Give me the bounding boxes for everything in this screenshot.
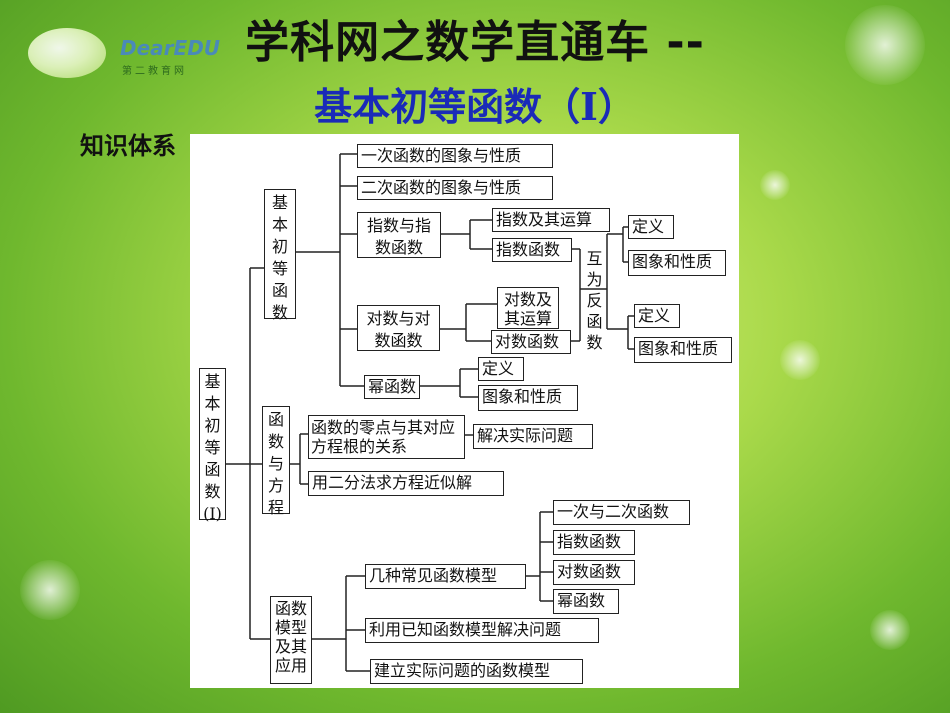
connector-lines <box>226 153 634 672</box>
logo: DearEDU 第二教育网 <box>28 22 248 82</box>
page-title: 学科网之数学直通车 -- <box>245 17 705 68</box>
section-label: 知识体系 <box>80 131 176 160</box>
node-common-models: 几种常见函数模型 <box>365 564 526 589</box>
node-log-function: 对数函数 <box>491 330 571 354</box>
page-subtitle: 基本初等函数（Ⅰ） <box>314 84 636 129</box>
branch-function-models: 函数模型及其应用 <box>270 596 312 684</box>
node-model-linear-quadratic: 一次与二次函数 <box>553 500 690 525</box>
node-model-logarithmic: 对数函数 <box>553 560 635 585</box>
node-use-known-models: 利用已知函数模型解决问题 <box>365 618 599 643</box>
node-build-models: 建立实际问题的函数模型 <box>370 659 583 684</box>
node-power-graph-properties: 图象和性质 <box>478 385 578 411</box>
bokeh-light <box>760 170 790 200</box>
node-exp-definition: 定义 <box>628 215 674 239</box>
bokeh-light <box>20 560 80 620</box>
logo-text: DearEDU <box>120 36 221 60</box>
bokeh-light <box>870 610 910 650</box>
node-exp-function: 指数函数 <box>492 238 572 262</box>
node-solve-practical-problems: 解决实际问题 <box>473 424 593 449</box>
node-exponent-operations: 指数及其运算 <box>492 208 610 232</box>
branch-basic-functions: 基本初等函数 <box>264 189 296 322</box>
node-log-definition: 定义 <box>634 304 680 328</box>
node-quadratic-function: 二次函数的图象与性质 <box>357 176 553 200</box>
root-node: 基本初等函数(I) <box>199 368 226 523</box>
node-log-operations: 对数及其运算 <box>497 287 559 329</box>
bokeh-light <box>780 340 820 380</box>
logo-subtext: 第二教育网 <box>122 66 187 77</box>
logo-mark <box>28 28 106 78</box>
node-model-exponential: 指数函数 <box>553 530 635 555</box>
node-linear-function: 一次函数的图象与性质 <box>357 144 553 168</box>
node-exp-graph-properties: 图象和性质 <box>628 250 726 276</box>
node-power-definition: 定义 <box>478 357 524 381</box>
node-bisection-method: 用二分法求方程近似解 <box>308 471 504 496</box>
node-log-graph-properties: 图象和性质 <box>634 337 732 363</box>
node-inverse-functions: 互为反函数 <box>586 249 603 352</box>
inverse-bracket <box>571 234 608 342</box>
node-zero-and-roots: 函数的零点与其对应方程根的关系 <box>308 415 465 459</box>
node-power-function: 幂函数 <box>364 375 420 399</box>
bokeh-light <box>845 5 925 85</box>
node-log-and-log-function: 对数与对数函数 <box>357 305 440 351</box>
knowledge-diagram: 基本初等函数(I) 基本初等函数 一次函数的图象与性质 二次函数的图象与性质 指… <box>190 134 739 688</box>
node-model-power: 幂函数 <box>553 589 619 614</box>
branch-functions-and-equations: 函数与方程 <box>262 406 290 517</box>
node-exponent-and-exp-function: 指数与指数函数 <box>357 212 441 258</box>
